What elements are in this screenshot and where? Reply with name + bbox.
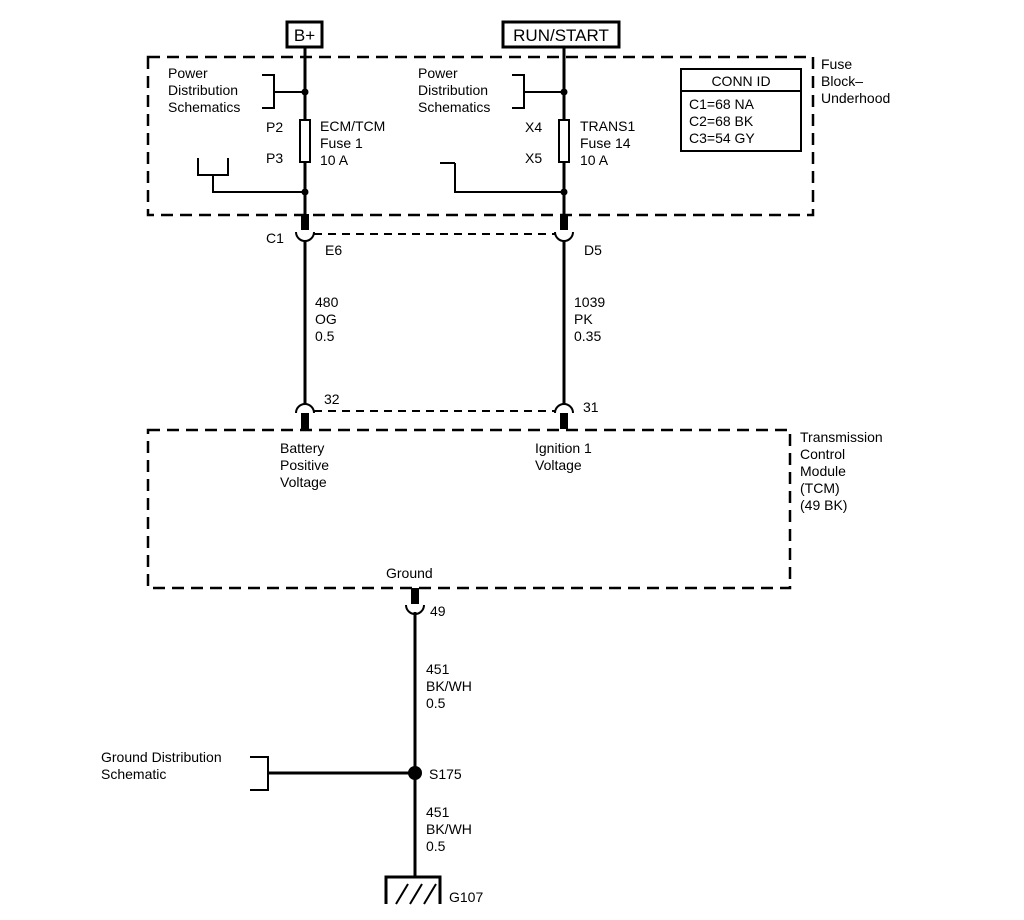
fuse-left-label: ECM/TCM: [320, 118, 385, 134]
fuse-right-label: 10 A: [580, 152, 609, 168]
wire-1039-label: 1039 PK 0.35: [574, 294, 605, 344]
fuse-right-pin-out: X5: [525, 150, 542, 166]
power-dist-label-right: Distribution: [418, 82, 488, 98]
conn-id-title: CONN ID: [711, 73, 770, 89]
c1-connector-label: C1: [266, 230, 284, 246]
battery-source: B+: [285, 20, 324, 49]
wire-480-label: 480 OG 0.5: [315, 294, 339, 344]
battery-voltage-label: Battery Positive Voltage: [280, 440, 329, 490]
wire-label-line: 451: [426, 804, 450, 820]
power-dist-label-right: Schematics: [418, 99, 490, 115]
tcm-outline: [146, 428, 792, 590]
tcm-name-line: Transmission: [800, 429, 883, 445]
tcm-pin-31: 31: [583, 399, 599, 415]
tcm-pin-49: 49: [430, 603, 446, 619]
wire-label-line: OG: [315, 311, 337, 327]
wire-label-line: BK/WH: [426, 821, 472, 837]
fuse-left-pin-in: P2: [266, 119, 283, 135]
power-dist-label-left: Schematics: [168, 99, 240, 115]
c1-pin-d5: D5: [584, 242, 602, 258]
wire-label-line: 0.5: [315, 328, 335, 344]
power-dist-label-left: Power: [168, 65, 208, 81]
power-dist-label-right: Power: [418, 65, 458, 81]
ignition-voltage-label: Ignition 1 Voltage: [535, 440, 592, 473]
fuse-right-label: Fuse 14: [580, 135, 631, 151]
tcm-input-label: Voltage: [280, 474, 327, 490]
conn-id-row: C3=54 GY: [689, 130, 755, 146]
wire-label-line: PK: [574, 311, 593, 327]
right-fuse-circuit: Power Distribution Schematics X4 X5 TRAN…: [418, 47, 635, 230]
tcm-input-label: Voltage: [535, 457, 582, 473]
conn-id-table: CONN ID C1=68 NA C2=68 BK C3=54 GY: [680, 68, 802, 152]
wire-451-lower-label: 451 BK/WH 0.5: [426, 804, 472, 854]
tcm-name-line: Module: [800, 463, 846, 479]
power-dist-label-left: Distribution: [168, 82, 238, 98]
wire-label-line: 1039: [574, 294, 605, 310]
tcm-input-label: Positive: [280, 457, 329, 473]
c1-pin-e6: E6: [325, 242, 342, 258]
wire-label-line: BK/WH: [426, 678, 472, 694]
left-fuse-circuit: Power Distribution Schematics P2 P3 ECM/…: [168, 47, 385, 230]
run-start-source-label: RUN/START: [513, 26, 609, 45]
tcm-connector: 32 31: [295, 391, 599, 429]
ground-g107-icon: G107: [384, 875, 483, 905]
wire-label-line: 480: [315, 294, 339, 310]
wire-451-upper-label: 451 BK/WH 0.5: [426, 661, 472, 711]
conn-id-row: C2=68 BK: [689, 113, 754, 129]
tcm-name-line: Control: [800, 446, 845, 462]
tcm-name-line: (49 BK): [800, 497, 847, 513]
tcm-name-line: (TCM): [800, 480, 840, 496]
fuse-block-outline: [146, 55, 815, 217]
tcm-pin-32: 32: [324, 391, 340, 407]
fuse-right-label: TRANS1: [580, 118, 635, 134]
c1-connector: C1 E6 D5: [266, 230, 602, 258]
tcm-input-label: Battery: [280, 440, 324, 456]
fuse-left-pin-out: P3: [266, 150, 283, 166]
tcm-ground-label: Ground: [386, 565, 433, 581]
splice-label: S175: [429, 766, 462, 782]
tcm-name: Transmission Control Module (TCM) (49 BK…: [800, 429, 883, 513]
fuse-left-label: Fuse 1: [320, 135, 363, 151]
ground-distribution-line: Ground Distribution: [101, 749, 222, 765]
fuse-block-name-line: Underhood: [821, 90, 890, 106]
ground-distribution-label: Ground Distribution Schematic: [101, 749, 222, 782]
wire-label-line: 0.35: [574, 328, 601, 344]
fuse-block-name-line: Block–: [821, 73, 863, 89]
tcm-input-label: Ignition 1: [535, 440, 592, 456]
wire-label-line: 451: [426, 661, 450, 677]
conn-id-row: C1=68 NA: [689, 96, 755, 112]
fuse-left-label: 10 A: [320, 152, 349, 168]
run-start-source: RUN/START: [501, 20, 621, 49]
tcm-ground-connector: 49: [405, 588, 446, 619]
ground-point-label: G107: [449, 889, 483, 905]
fuse-right-pin-in: X4: [525, 119, 542, 135]
wire-label-line: 0.5: [426, 838, 446, 854]
fuse-block-name-line: Fuse: [821, 56, 852, 72]
fuse-block-name: Fuse Block– Underhood: [821, 56, 890, 106]
battery-source-label: B+: [294, 26, 315, 45]
splice-s175: S175: [250, 756, 462, 791]
wire-label-line: 0.5: [426, 695, 446, 711]
ground-distribution-line: Schematic: [101, 766, 166, 782]
